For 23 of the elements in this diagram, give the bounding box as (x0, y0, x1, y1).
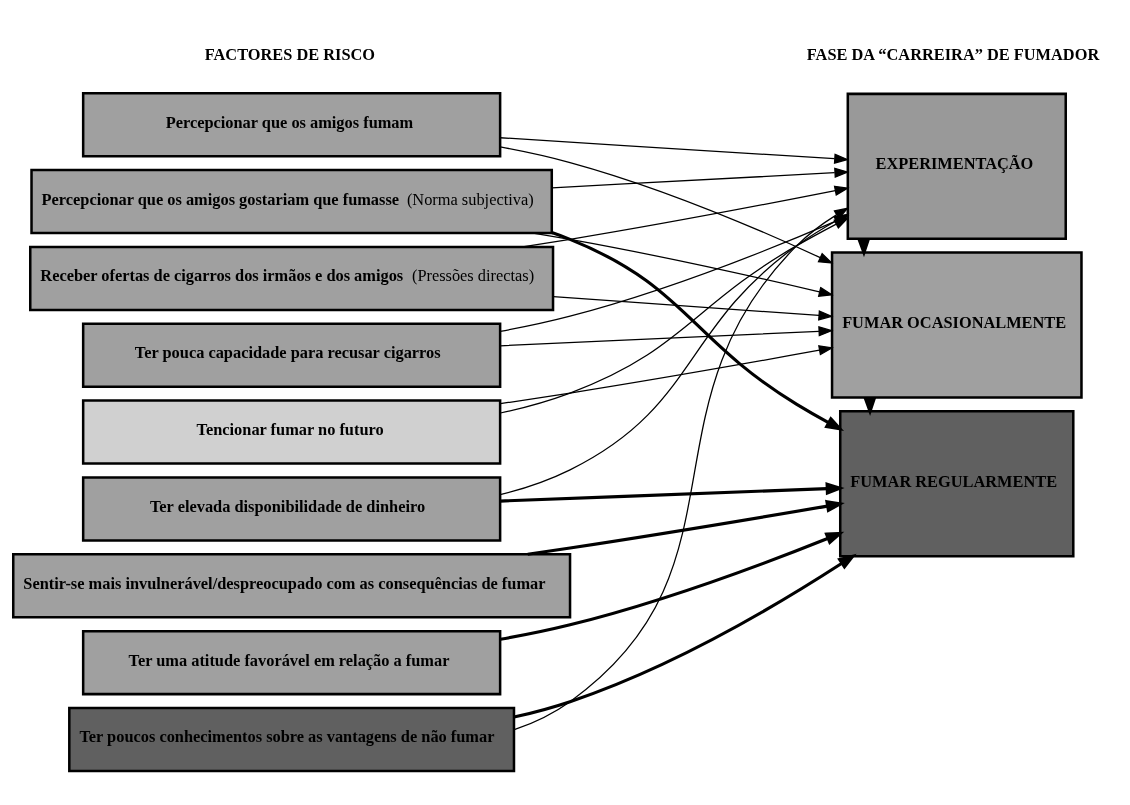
node-box: Ter poucos conhecimentos sobre as vantagens de não fumar (68, 706, 516, 773)
node-box: Tencionar fumar no futuro (81, 399, 502, 465)
node-box: Ter elevada disponibilidade de dinheiro (81, 476, 502, 542)
arrow (513, 553, 857, 719)
label: FASE DA “CARREIRA” DE FUMADOR (806, 44, 1100, 64)
arrow (500, 531, 845, 641)
arrow (499, 137, 850, 164)
arrow (500, 482, 845, 503)
arrow (532, 232, 834, 297)
label: FACTORES DE RISCO (204, 44, 376, 64)
node-box: Ter uma atitude favorável em relação a fumar (81, 629, 502, 696)
node-box: Percepcionar que os amigos fumam (81, 91, 502, 158)
node-box: Percepcionar que os amigos gostariam que fumasse (Norma subjectiva) (30, 168, 554, 235)
arrow (499, 345, 834, 405)
node-box: Ter pouca capacidade para recusar cigarros (81, 322, 502, 388)
arrow (499, 146, 834, 264)
node-box: Receber ofertas de cigarros dos irmãos e dos amigos (Pressões directas) (29, 245, 555, 312)
arrow (551, 167, 850, 189)
arrow (551, 231, 845, 431)
node-box: FUMAR REGULARMENTE (839, 410, 1075, 558)
node-box: Sentir-se mais invulnerável/despreocupado com as consequências de fumar (12, 553, 572, 619)
arrow (552, 296, 834, 321)
arrow (499, 326, 834, 347)
